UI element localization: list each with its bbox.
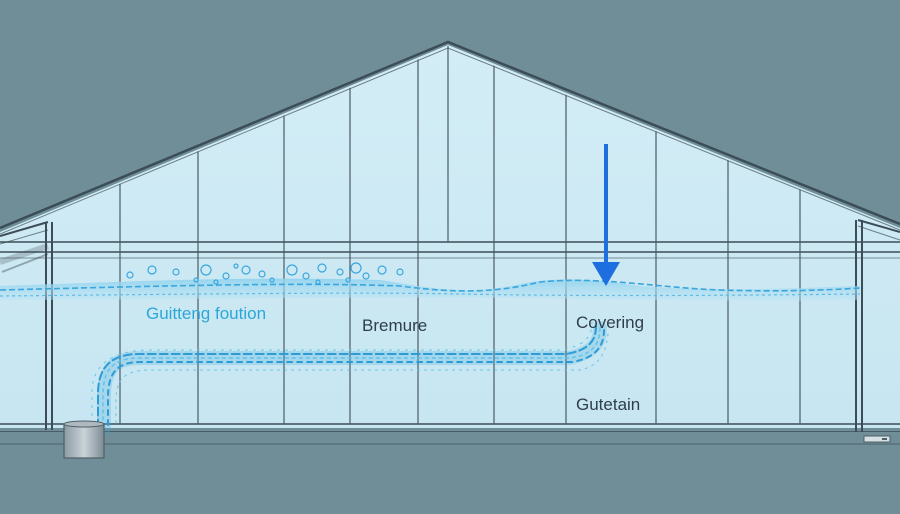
- bubble: [362, 272, 370, 280]
- bubble: [233, 263, 239, 269]
- bubble: [241, 265, 251, 275]
- gutter-water: [0, 262, 861, 301]
- bubble: [315, 279, 321, 285]
- gutter-label: Guitteng foution: [146, 304, 267, 323]
- bubble: [317, 263, 327, 273]
- bubble: [336, 268, 344, 276]
- roof-outline: [0, 40, 900, 230]
- covering-label: Covering: [576, 313, 645, 332]
- bubble: [258, 270, 266, 278]
- downspout-container: [63, 420, 105, 459]
- wall-posts: [45, 220, 863, 432]
- drain-label: Gutetain: [576, 395, 641, 414]
- bubble: [345, 277, 351, 283]
- bubble: [269, 277, 275, 283]
- bubble: [172, 268, 180, 276]
- bubble: [193, 277, 199, 283]
- bubble: [222, 272, 230, 280]
- drain-flow: [91, 321, 609, 435]
- right-outlet: [863, 435, 891, 443]
- water-bubbles: [126, 262, 404, 285]
- floor-slab: [0, 432, 900, 514]
- bubble: [126, 271, 134, 279]
- bubble: [200, 264, 212, 276]
- bubble: [396, 268, 404, 276]
- bubble: [350, 262, 362, 274]
- down-arrow-icon: [592, 144, 620, 286]
- bubble: [147, 265, 157, 275]
- bubble: [302, 272, 310, 280]
- bubble: [213, 279, 219, 285]
- greenhouse-glass: [0, 45, 900, 428]
- right-eave: [857, 219, 900, 241]
- bubble: [377, 265, 387, 275]
- bubble: [286, 264, 298, 276]
- pressure-label: Bremure: [362, 316, 428, 335]
